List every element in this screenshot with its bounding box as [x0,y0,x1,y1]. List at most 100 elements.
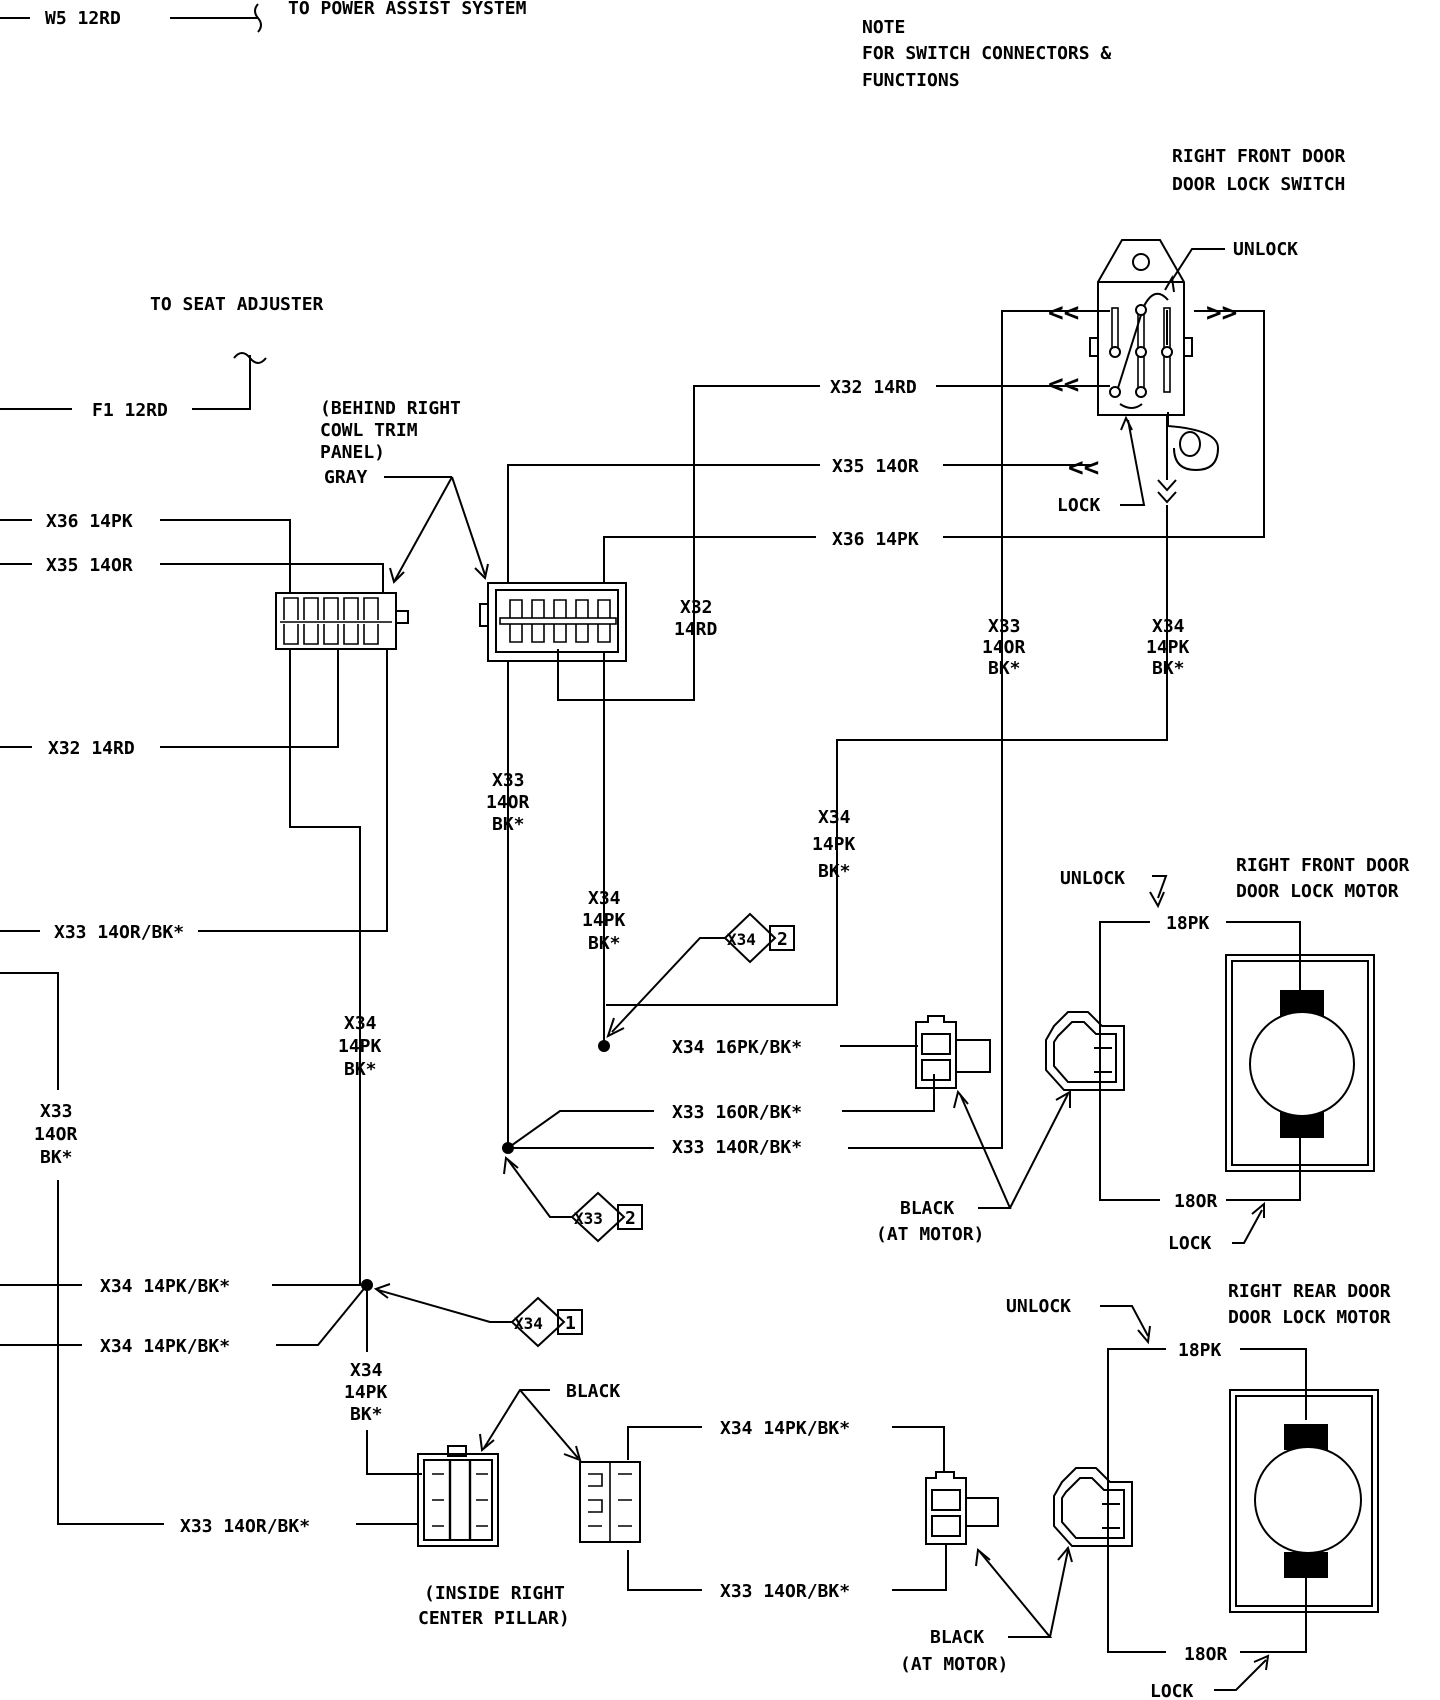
splice-tag-x33-2-box [617,1204,643,1230]
rear-door-lock-motor: UNLOCK RIGHT REAR DOOR DOOR LOCK MOTOR 1… [627,1281,1391,1700]
rear-motor-connector-body [1053,1467,1133,1547]
switch-x33-wire [848,310,1110,1149]
arrowhead-icon [563,1445,582,1462]
mid-x33-label-1: X33 [492,770,525,791]
cowl-connector-right-latch [479,603,489,627]
cowl-connector-right-pins-bottom [509,624,611,643]
switch-internal-link-1 [1117,314,1142,389]
splice-tag-x34-2 [723,912,777,964]
front-18pk-wire [1226,921,1301,990]
cowl-connector-left [275,592,409,650]
front-x33-wire-a-left [507,1110,654,1149]
splice-point-x34-1 [361,1279,373,1291]
pillar-connector-left [417,1445,499,1547]
switch-x35-label: X35 14OR [832,456,919,477]
switch-x33-vert-1: X33 [988,616,1021,637]
mid-x34b-label-2: 14PK [812,834,856,855]
mid-x34c-label-1: X34 [344,1013,377,1034]
splice-tag-x34-1 [510,1296,566,1348]
left-x34-lower-label: X34 14PK/BK* [100,1336,230,1357]
w5-wire-break [254,3,262,33]
mid-x34a-label-1: X34 [588,888,621,909]
splice-tag-x34-1-box [557,1309,583,1335]
rear-motor-inner [1235,1395,1373,1607]
mid-x34d-label-2: 14PK [344,1382,388,1403]
front-black-label: BLACK [900,1198,954,1219]
splice-point-x34-2 [598,1040,610,1052]
switch-x33-vert-2: 14OR [982,637,1026,658]
f1-wire [192,355,251,410]
splice-tag-x34-1-pointer [377,1289,512,1323]
front-at-motor-label: (AT MOTOR) [876,1224,984,1245]
chevron-icon: << [1048,298,1079,328]
rear-harness-connector [925,1471,999,1545]
front-harness-connector [915,1015,991,1089]
front-harness-connector-latch [955,1039,991,1073]
switch-x34-vert-3: BK* [1152,658,1185,679]
switch-x34-vert-2: 14PK [1146,637,1190,658]
cowl-label-1: (BEHIND RIGHT [320,398,461,419]
splice-tag-x34-2-id: X34 [727,930,756,949]
left-x33-vert-3: BK* [40,1147,73,1168]
switch-internal-link-3 [1143,292,1169,307]
door-lock-switch: RIGHT FRONT DOOR DOOR LOCK SWITCH << >> … [606,146,1346,1149]
chevron-icon: << [1068,453,1099,483]
arrowhead-icon [389,567,405,584]
splice-tag-x34-1-id: X34 [514,1314,543,1333]
front-unlock-pointer [1152,875,1168,899]
switch-x32-label: X32 14RD [830,377,917,398]
seat-adjuster-label: TO SEAT ADJUSTER [150,294,324,315]
arrowhead-icon [1120,415,1133,431]
rear-x34-wire-label: X34 14PK/BK* [720,1418,850,1439]
rear-x33-wire-label: X33 14OR/BK* [720,1581,850,1602]
front-motor-title-2: DOOR LOCK MOTOR [1236,881,1399,902]
top-section: W5 12RD TO POWER ASSIST SYSTEM NOTE FOR … [0,0,1111,91]
pillar-connector-left-inner [423,1459,493,1541]
arrowhead-icon [479,1433,495,1452]
left-x33-vert-2: 14OR [34,1124,78,1145]
rear-18pk-label: 18PK [1178,1340,1222,1361]
switch-lock-pointer [1120,419,1146,506]
rear-harness-connector-cavity-2 [931,1515,961,1537]
front-harness-connector-body [915,1015,957,1089]
arrowhead-icon [953,1089,969,1109]
switch-mount-hole [1132,253,1150,271]
switch-contact-1 [1111,307,1119,349]
mid-x34a-label-2: 14PK [582,910,626,931]
left-x34-upper-label: X34 14PK/BK* [100,1276,230,1297]
front-motor-connector-body [1045,1011,1125,1091]
front-18pk-label: 18PK [1166,913,1210,934]
switch-terminal-2 [1135,304,1147,316]
switch-x32-vert-1: X32 [680,597,713,618]
mid-x34-to-pillar-wire [366,1430,422,1475]
seat-adjuster: TO SEAT ADJUSTER F1 12RD [0,294,324,421]
arrowhead-icon [1055,1090,1071,1108]
left-x35-label: X35 14OR [46,555,133,576]
arrowhead-icon [474,563,489,581]
rear-lock-label: LOCK [1150,1681,1194,1700]
mid-x34d-label-3: BK* [350,1404,383,1425]
front-motor-connector [1045,1011,1125,1091]
left-x33-vertical-wire-bottom [57,1180,164,1525]
left-x36-wire [160,519,291,593]
splice-tag-x33-2-num: 2 [625,1208,636,1229]
switch-x36-wire-right [943,310,1265,538]
rear-x34-wire-right [892,1426,945,1472]
front-motor-title-1: RIGHT FRONT DOOR [1236,855,1410,876]
left-x33-label: X33 14OR/BK* [54,922,184,943]
arrowhead-icon [1149,891,1165,909]
arrowhead-icon [1057,1545,1073,1563]
front-door-lock-motor: X34 16PK/BK* X33 16OR/BK* X33 14OR/BK* U… [507,855,1410,1254]
rear-x34-wire-left [627,1426,702,1460]
mid-x34a-label-3: BK* [588,933,621,954]
rear-18or-label: 18OR [1184,1644,1228,1665]
switch-internal-link-4 [1119,403,1143,409]
cowl-connector-right-pins-top [509,599,611,618]
left-x34-trunk [289,649,361,1285]
arrowhead-icon [373,1283,391,1299]
front-x33-wire-a-right [842,1074,935,1112]
rear-unlock-pointer [1100,1305,1149,1337]
pillar-label-2: CENTER PILLAR) [418,1608,570,1629]
front-harness-connector-cavity-1 [921,1033,951,1055]
rear-black-label: BLACK [930,1627,984,1648]
